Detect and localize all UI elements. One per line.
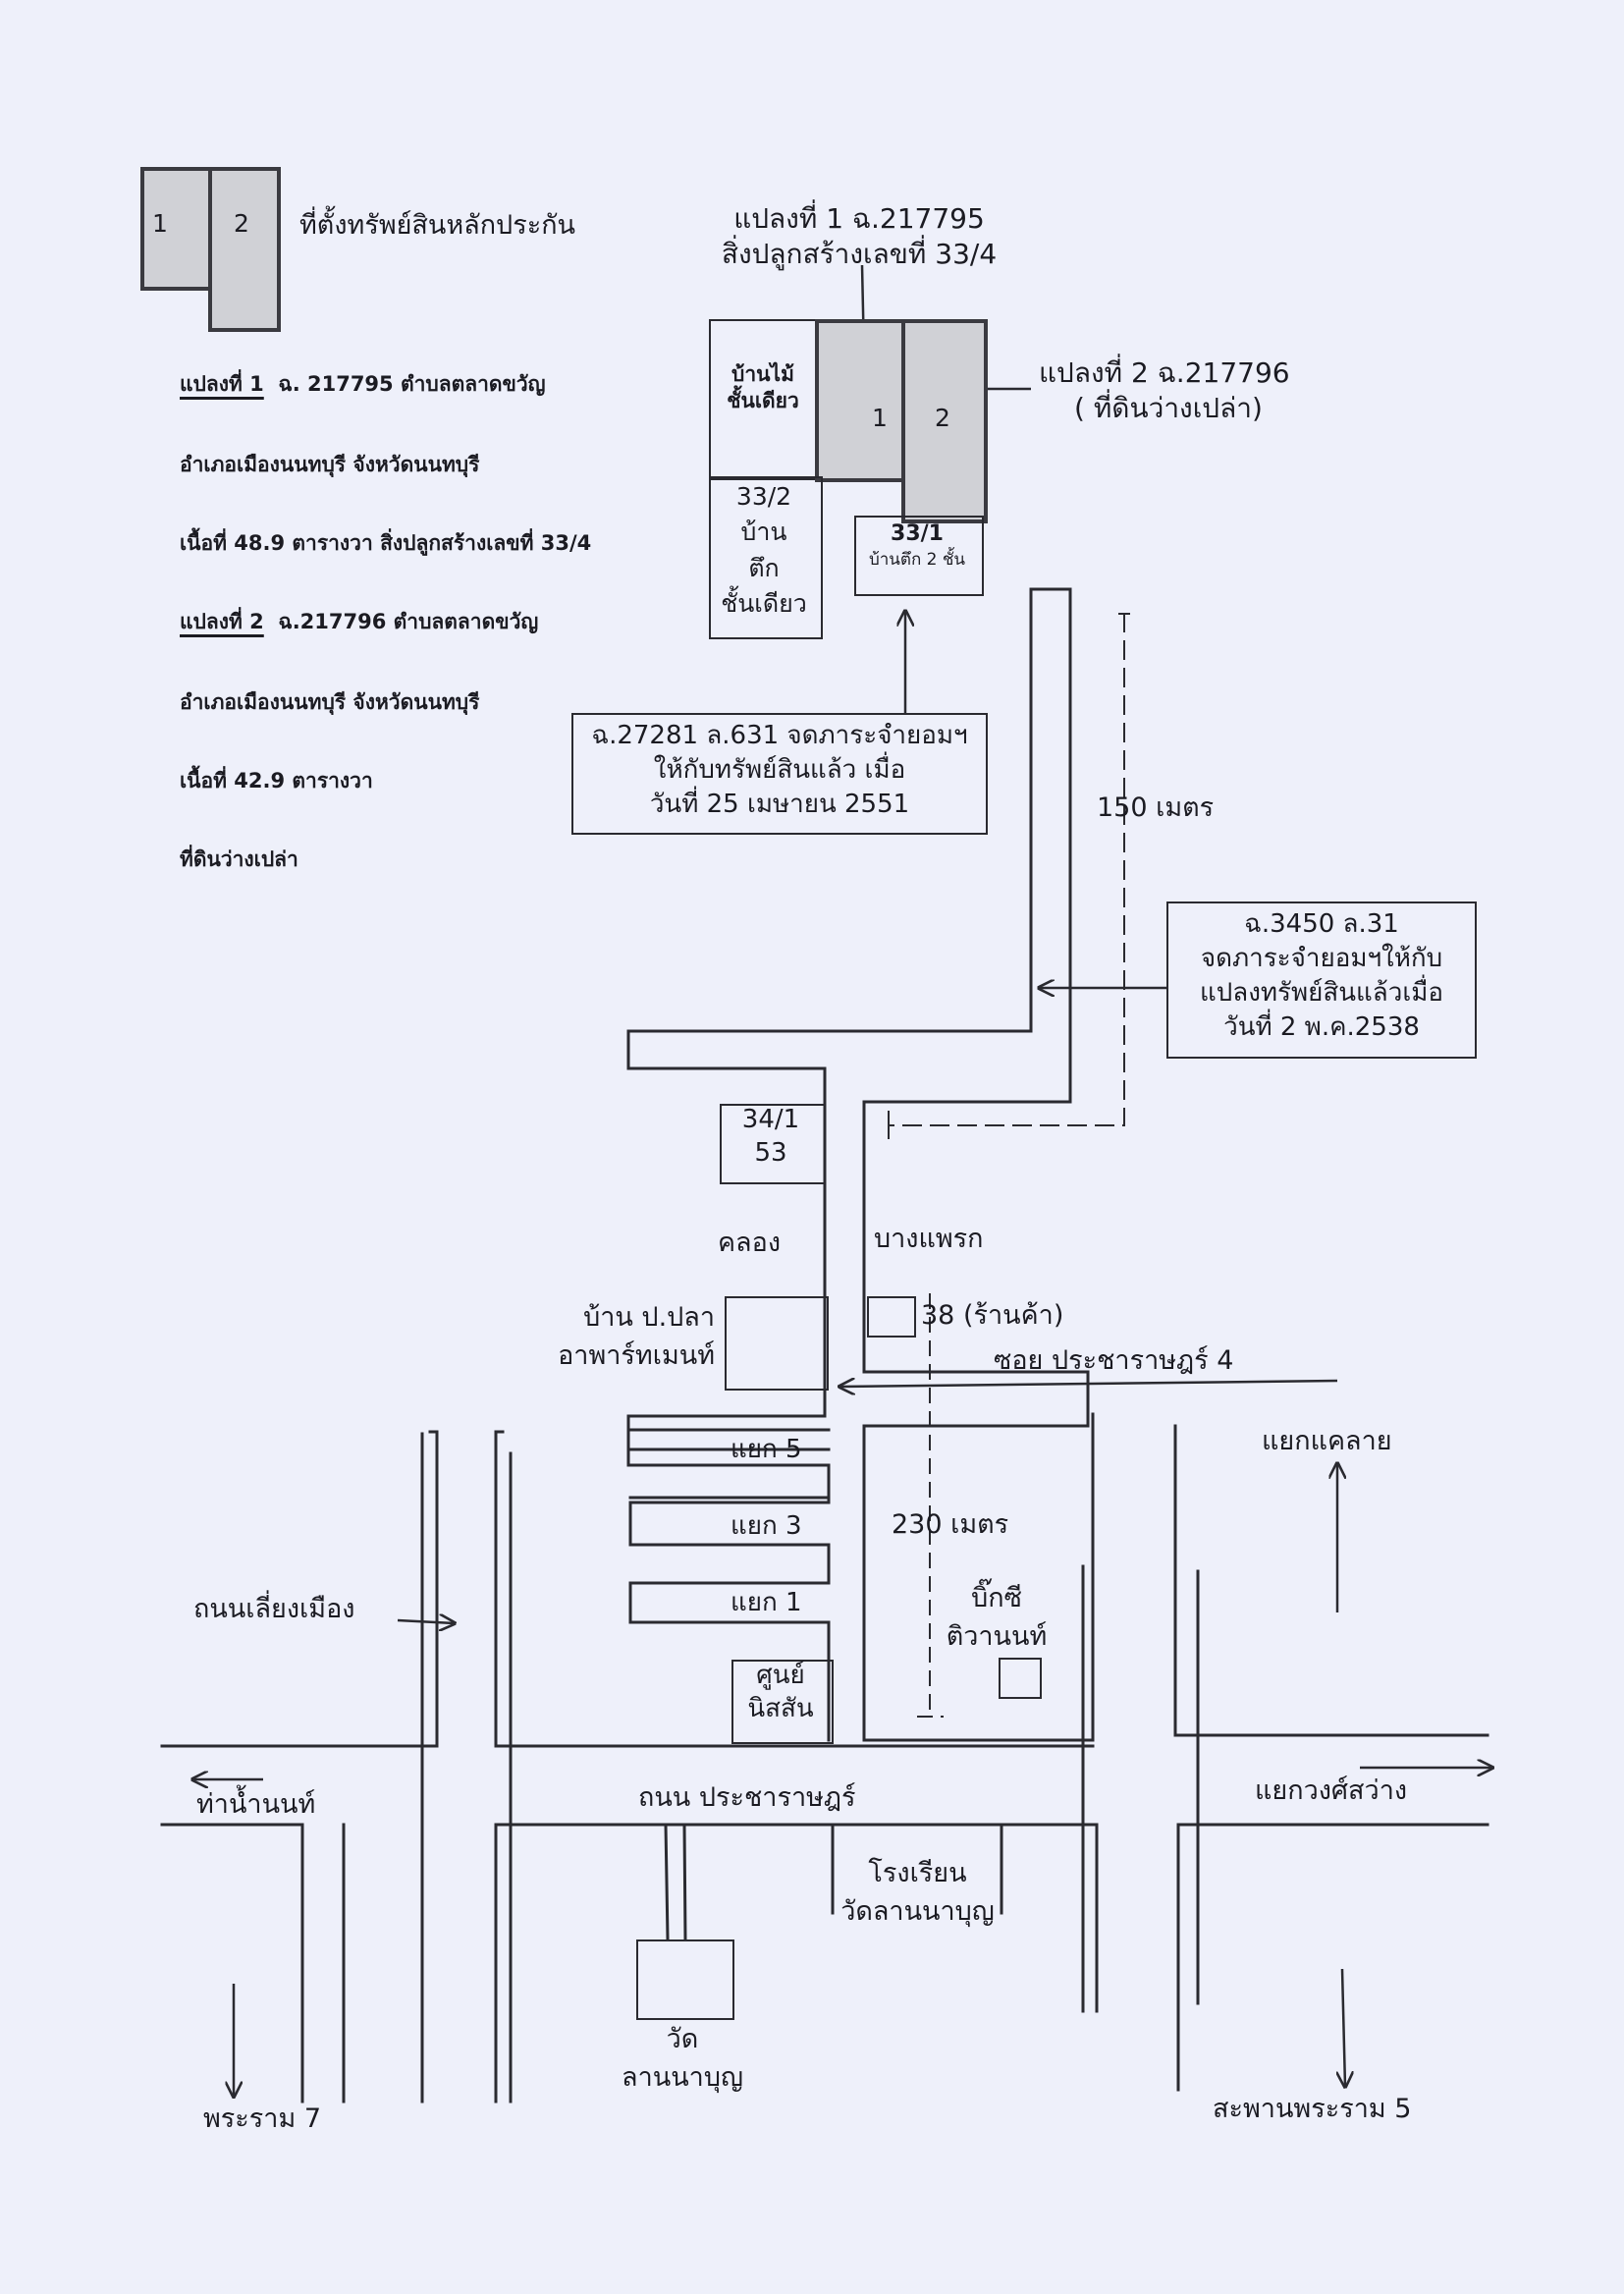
detail-line-5: อำเภอเมืองนนทบุรี จังหวัดนนทบุรี (180, 690, 480, 714)
bypass-arrow (397, 1620, 455, 1623)
nissan-box (731, 1660, 834, 1744)
access-lane-outline (862, 587, 1095, 1742)
right-avenue-left (1091, 1424, 1177, 1742)
house-34-1-label: 34/1 53 (741, 1105, 800, 1168)
soi-label: ซอย ประชาราษฎร์ 4 (994, 1345, 1234, 1376)
house-33-1-label: 33/1 บ้านตึก 2 ชั้น (868, 521, 966, 570)
nissan-label: ศูนย์ นิสสัน (747, 1661, 814, 1723)
servitude-note-1: ฉ.27281 ล.631 จดภาระจำยอมฯ ให้กับทรัพย์ส… (571, 713, 988, 835)
detail-line-7: ที่ดินว่างเปล่า (180, 847, 298, 871)
house-33-2-label: 33/2 บ้าน ตึก ชั้นเดียว (721, 482, 807, 618)
wood-house-label: บ้านไม้ ชั้นเดียว (727, 362, 799, 413)
temple-box (636, 1939, 734, 2020)
legend-plot2-box (208, 167, 281, 332)
dist-230-line (917, 1293, 944, 1718)
canal-label: คลอง (718, 1228, 782, 1258)
house-33-2-box (709, 476, 823, 639)
bypass-road-label: ถนนเลี่ยงเมือง (193, 1594, 355, 1624)
legend-title: ที่ตั้งทรัพย์สินหลักประกัน (299, 210, 576, 241)
yaek-5-label: แยก 5 (731, 1435, 802, 1464)
detail-line-2: อำเภอเมืองนนทบุรี จังหวัดนนทบุรี (180, 453, 480, 476)
plot2-number: 2 (935, 404, 950, 432)
plot2-title: แปลงที่ 2 ฉ.217796 ( ที่ดินว่างเปล่า) (1039, 355, 1290, 427)
house-34-1-box (720, 1104, 826, 1184)
pracharat-road-label: ถนน ประชาราษฎร์ (638, 1782, 856, 1813)
rama7-label: พระราม 7 (203, 2103, 322, 2134)
legend-plot2-number: 2 (234, 209, 249, 238)
legend-plot1-box (140, 167, 217, 291)
school-label: โรงเรียน วัดลานนาบุญ (840, 1858, 995, 1928)
yaek-khae-lai-label: แยกแคลาย (1262, 1426, 1392, 1456)
plot2-detail: ฉ.217796 ตำบลตลาดขวัญ (278, 610, 539, 633)
house-33-1-box (854, 516, 984, 596)
plot1-box (815, 319, 909, 482)
plot1-label: แปลงที่ 1 (180, 372, 264, 396)
temple-access (664, 1823, 687, 1941)
distance-230-label: 230 เมตร (892, 1509, 1009, 1540)
pracharat-road-lower-mid (494, 1823, 1099, 2013)
apartment-box (725, 1296, 829, 1391)
temple-label: วัด ลานนาบุญ (622, 2024, 743, 2094)
pracharat-road-lower-left (160, 1823, 304, 2103)
distance-150-label: 150 เมตร (1097, 792, 1215, 823)
detail-line-6: เนื้อที่ 42.9 ตารางวา (180, 769, 373, 792)
school-block (831, 1823, 1003, 1915)
plot2-title-2: ( ที่ดินว่างเปล่า) (1074, 392, 1263, 425)
servitude-note-2: ฉ.3450 ล.31 จดภาระจำยอมฯให้กับ แปลงทรัพย… (1166, 901, 1477, 1059)
yaek-wong-sawang-label: แยกวงศ์สว่าง (1255, 1775, 1408, 1806)
plot1-title-2: สิ่งปลูกสร้างเลขที่ 33/4 (721, 238, 998, 271)
plot2-title-1: แปลงที่ 2 ฉ.217796 (1039, 356, 1290, 389)
plot1-title-1: แปลงที่ 1 ฉ.217795 (733, 202, 985, 235)
plot2-label: แปลงที่ 2 (180, 610, 264, 633)
shop-label: 38 (ร้านค้า) (921, 1300, 1064, 1331)
detail-line-3: เนื้อที่ 48.9 ตารางวา สิ่งปลูกสร้างเลขที… (180, 531, 592, 555)
yaek-3-label: แยก 3 (731, 1511, 802, 1541)
bypass-road-right (494, 1430, 505, 1748)
plot2-box (901, 319, 988, 523)
plot1-number: 1 (872, 404, 888, 432)
rama5-arrow (1342, 1968, 1345, 2087)
dist-150-line (888, 613, 1130, 1140)
bigc-label: บิ๊กซี ติวานนท์ (946, 1583, 1048, 1653)
plot1-title: แปลงที่ 1 ฉ.217795 สิ่งปลูกสร้างเลขที่ 3… (702, 201, 1016, 273)
yaek-5-lane (626, 1428, 831, 1500)
shop-box (867, 1296, 916, 1338)
legend-plot1-number: 1 (152, 209, 168, 238)
bypass-road-left (428, 1430, 439, 1748)
detail-line-1: แปลงที่ 1 ฉ. 217795 ตำบลตลาดขวัญ (180, 371, 546, 398)
soi-arrow (839, 1381, 1338, 1387)
apartment-label: บ้าน ป.ปลา อาพาร์ทเมนท์ (558, 1302, 715, 1372)
yaek-3-lane (628, 1463, 831, 1624)
rama5-label: สะพานพระราม 5 (1213, 2094, 1412, 2124)
bigc-building (999, 1658, 1042, 1699)
bangphrak-label: บางแพรก (874, 1224, 984, 1254)
tha-nam-non-label: ท่าน้ำนนท์ (196, 1789, 316, 1820)
plot1-detail: ฉ. 217795 ตำบลตลาดขวัญ (278, 372, 546, 396)
yaek-1-label: แยก 1 (731, 1588, 802, 1617)
detail-line-4: แปลงที่ 2 ฉ.217796 ตำบลตลาดขวัญ (180, 609, 538, 635)
